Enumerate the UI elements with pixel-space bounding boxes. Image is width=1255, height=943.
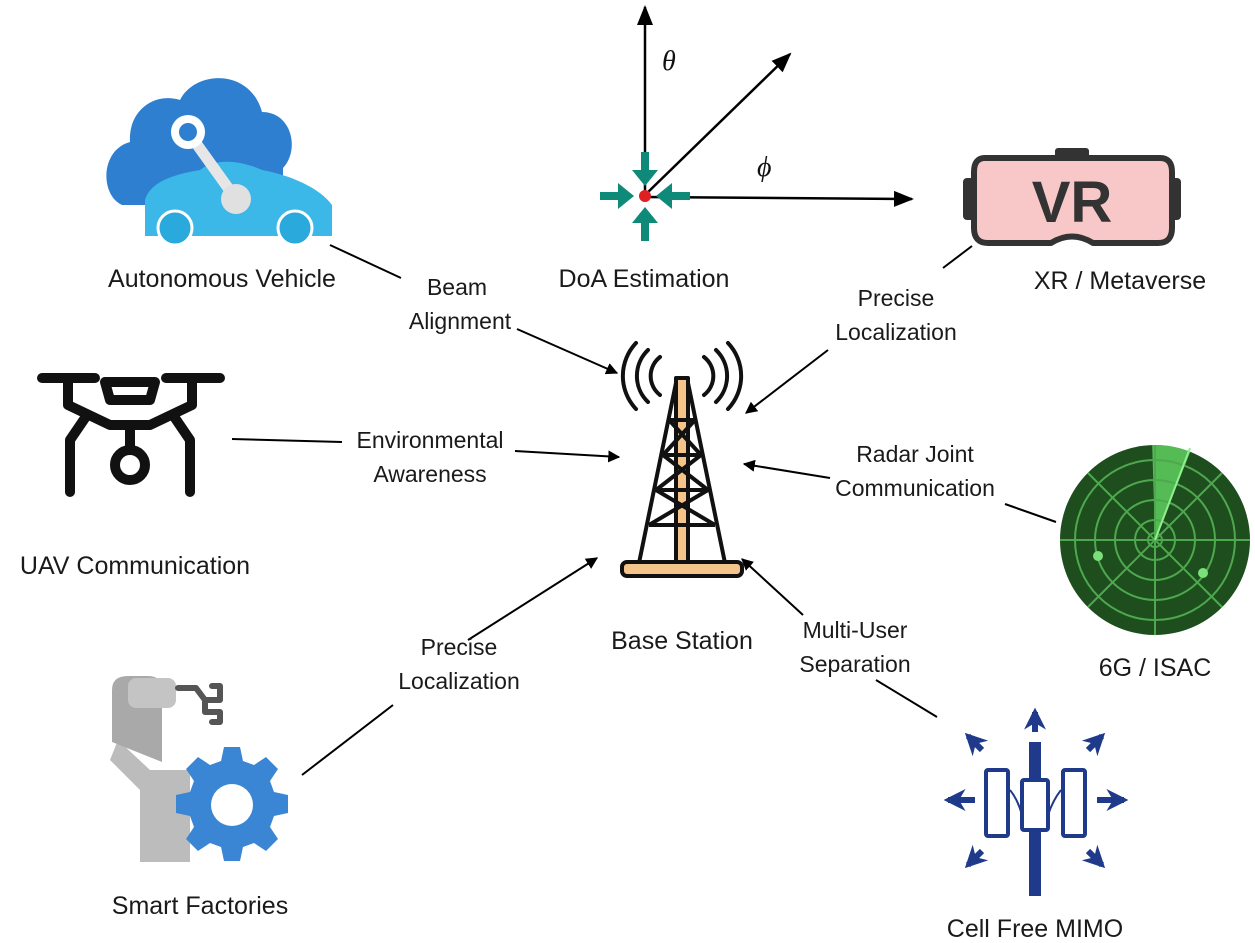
tower-antenna-icon xyxy=(620,341,744,578)
vr-headset-icon: VR xyxy=(963,148,1181,246)
edge-environmental-awareness-line-a xyxy=(231,438,343,443)
base-station-label: Base Station xyxy=(611,627,753,655)
doa-estimation-label: DoA Estimation xyxy=(559,265,730,293)
edge-beam-alignment-label-1: Beam xyxy=(427,274,487,300)
edge-beam-alignment-line-a xyxy=(329,244,402,279)
xr-metaverse-label: XR / Metaverse xyxy=(1034,267,1206,295)
smart-factories-label: Smart Factories xyxy=(112,892,288,920)
autonomous-vehicle-label: Autonomous Vehicle xyxy=(108,265,336,293)
isac-label: 6G / ISAC xyxy=(1099,654,1212,682)
edge-precise-localization-factory-line-b xyxy=(467,557,599,641)
edge-precise-localization-xr-line-a xyxy=(942,245,973,269)
edge-multi-user-separation-line-a xyxy=(875,679,938,718)
edge-precise-localization-xr-label-1: Precise xyxy=(858,285,935,311)
edge-precise-localization-factory-label-1: Precise xyxy=(421,634,498,660)
radar-icon xyxy=(1060,445,1250,635)
cloud-car-icon xyxy=(106,78,332,247)
phi-axis-label: ϕ xyxy=(757,152,772,183)
edge-beam-alignment-line-b xyxy=(516,328,619,375)
edge-precise-localization-factory-line-a xyxy=(301,704,394,776)
cell-free-mimo-label: Cell Free MIMO xyxy=(947,915,1123,943)
edge-precise-localization-xr-label-2: Localization xyxy=(835,319,956,345)
edge-environmental-awareness-label-2: Awareness xyxy=(373,461,486,487)
mimo-antenna-icon xyxy=(943,707,1129,896)
edge-multi-user-separation-line-b xyxy=(741,558,804,616)
edge-beam-alignment-label-2: Alignment xyxy=(409,308,512,334)
edge-environmental-awareness-line-b xyxy=(514,450,621,463)
edge-precise-localization-xr-line-b xyxy=(745,349,829,414)
edge-radar-joint-communication-label-2: Communication xyxy=(835,475,995,501)
edge-environmental-awareness-label-1: Environmental xyxy=(356,427,503,453)
robot-arm-gear-icon xyxy=(110,676,288,862)
uav-communication-label: UAV Communication xyxy=(20,552,250,580)
edge-radar-joint-communication-line-a xyxy=(1004,503,1057,523)
drone-icon xyxy=(37,373,225,497)
theta-axis-label: θ xyxy=(662,46,676,77)
edge-radar-joint-communication-line-b xyxy=(742,459,831,479)
edge-precise-localization-factory-label-2: Localization xyxy=(398,668,519,694)
edge-multi-user-separation-label-2: Separation xyxy=(799,651,910,677)
doa-axes-icon xyxy=(600,5,914,241)
edge-radar-joint-communication-label-1: Radar Joint xyxy=(856,441,974,467)
vr-logo-text: VR xyxy=(1032,170,1113,235)
edge-multi-user-separation-label-1: Multi-User xyxy=(803,617,908,643)
